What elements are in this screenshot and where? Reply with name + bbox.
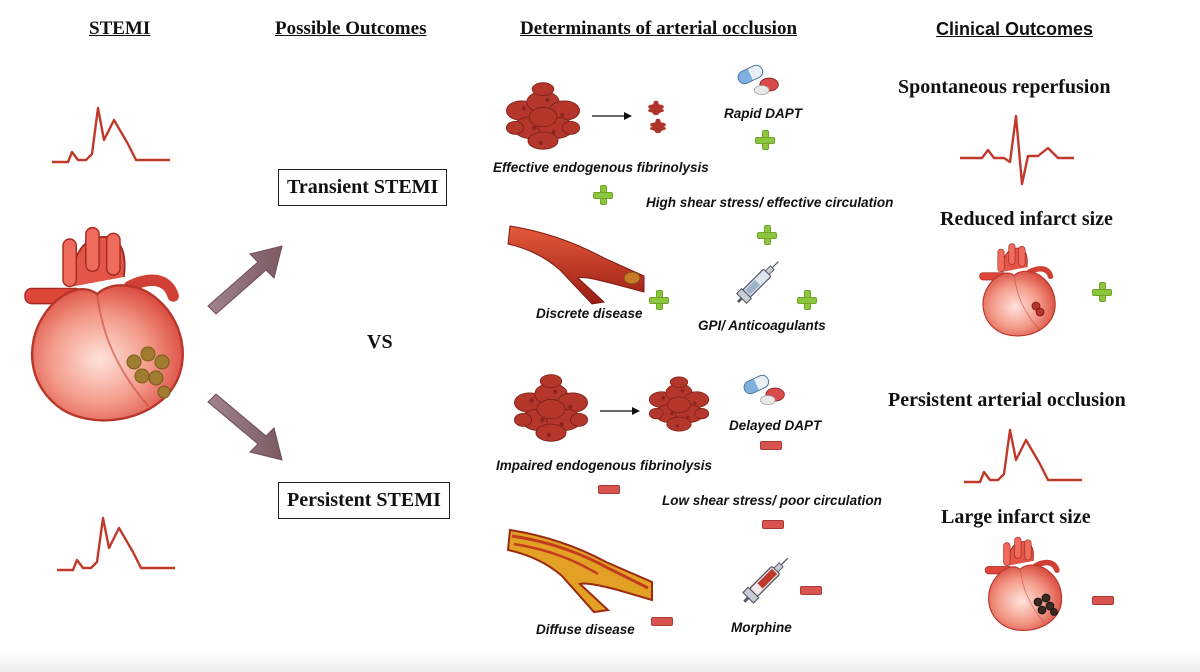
low-shear-label: Low shear stress/ poor circulation xyxy=(662,493,882,508)
plus-icon xyxy=(593,185,613,205)
ecg-trace-icon xyxy=(964,428,1082,484)
ecg-trace-icon xyxy=(52,106,170,164)
persistent-occlusion-label: Persistent arterial occlusion xyxy=(888,389,1126,411)
gpi-anticoagulants-label: GPI/ Anticoagulants xyxy=(698,318,826,333)
small-thrombus-icon xyxy=(648,100,666,134)
plus-icon xyxy=(649,290,669,310)
header-possible-outcomes: Possible Outcomes xyxy=(275,18,427,39)
plus-icon xyxy=(797,290,817,310)
delayed-dapt-label: Delayed DAPT xyxy=(729,418,822,433)
bottom-fade xyxy=(0,650,1200,672)
header-stemi: STEMI xyxy=(89,18,151,39)
plus-icon xyxy=(1092,282,1112,302)
arrow-up-right-icon xyxy=(207,245,283,315)
spontaneous-reperfusion-label: Spontaneous reperfusion xyxy=(898,76,1111,98)
high-shear-label: High shear stress/ effective circulation xyxy=(646,195,894,210)
pill-icon xyxy=(742,372,785,406)
morphine-label: Morphine xyxy=(731,620,792,635)
vs-label: VS xyxy=(367,331,393,353)
minus-icon xyxy=(762,520,784,529)
heart-icon xyxy=(970,240,1062,340)
reduced-infarct-label: Reduced infarct size xyxy=(940,208,1113,230)
transient-stemi-box: Transient STEMI xyxy=(278,169,448,206)
arrow-right-icon xyxy=(600,407,640,415)
diffuse-disease-label: Diffuse disease xyxy=(536,622,635,637)
plus-icon xyxy=(757,225,777,245)
minus-icon xyxy=(760,441,782,450)
plus-icon xyxy=(755,130,775,150)
heart-icon xyxy=(976,532,1068,636)
thrombus-icon xyxy=(648,376,710,432)
artery-icon xyxy=(506,528,653,614)
pill-icon xyxy=(736,62,779,96)
minus-icon xyxy=(651,617,673,626)
artery-icon xyxy=(507,225,645,305)
effective-fibrinolysis-label: Effective endogenous fibrinolysis xyxy=(493,160,709,175)
thrombus-icon xyxy=(513,374,589,442)
ecg-trace-icon xyxy=(960,114,1074,186)
discrete-disease-label: Discrete disease xyxy=(536,306,643,321)
minus-icon xyxy=(800,586,822,595)
syringe-icon xyxy=(734,255,785,308)
header-determinants: Determinants of arterial occlusion xyxy=(520,18,798,39)
minus-icon xyxy=(598,485,620,494)
persistent-stemi-box: Persistent STEMI xyxy=(278,482,450,519)
arrow-right-icon xyxy=(592,112,632,120)
rapid-dapt-label: Rapid DAPT xyxy=(724,106,803,121)
thrombus-icon xyxy=(505,82,581,150)
syringe-icon xyxy=(740,551,795,608)
ecg-trace-icon xyxy=(57,516,175,572)
infarct-clot-icon xyxy=(126,346,171,399)
minus-icon xyxy=(1092,596,1114,605)
large-infarct-label: Large infarct size xyxy=(941,506,1091,528)
impaired-fibrinolysis-label: Impaired endogenous fibrinolysis xyxy=(496,458,713,473)
arrow-down-right-icon xyxy=(207,393,283,461)
heart-icon xyxy=(6,212,196,437)
header-clinical-outcomes: Clinical Outcomes xyxy=(936,19,1094,39)
